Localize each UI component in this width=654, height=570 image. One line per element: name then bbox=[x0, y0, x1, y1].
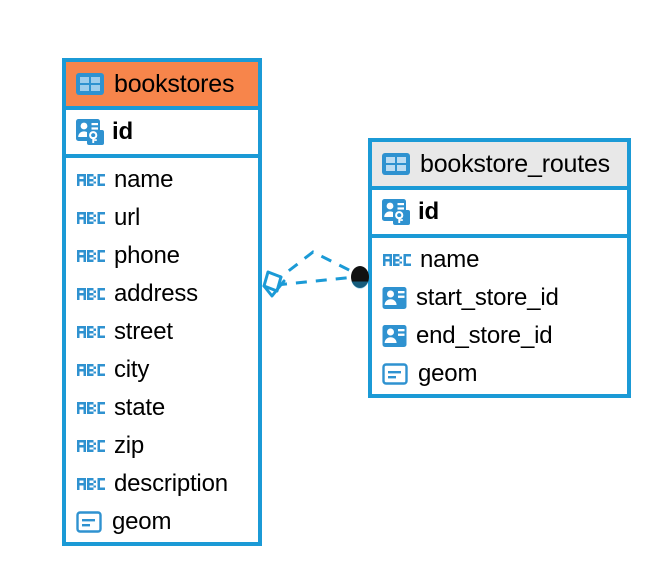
field-label-phone: phone bbox=[114, 242, 180, 269]
field-row-geom[interactable]: geom bbox=[372, 355, 627, 393]
field-label-street: street bbox=[114, 318, 173, 345]
abc-text-icon bbox=[76, 284, 106, 304]
field-label-end-store-id: end_store_id bbox=[416, 322, 553, 349]
abc-text-icon bbox=[382, 250, 412, 270]
field-label-description: description bbox=[114, 470, 228, 497]
abc-text-icon bbox=[76, 360, 106, 380]
field-label-name: name bbox=[420, 246, 480, 273]
field-label-name: name bbox=[114, 166, 174, 193]
field-label-url: url bbox=[114, 204, 141, 231]
entity-header-bookstore-routes[interactable]: bookstore_routes bbox=[372, 142, 627, 190]
field-label-address: address bbox=[114, 280, 198, 307]
abc-text-icon bbox=[76, 208, 106, 228]
field-row-end-store-id[interactable]: end_store_id bbox=[372, 317, 627, 355]
abc-text-icon bbox=[76, 322, 106, 342]
entity-title-bookstores: bookstores bbox=[114, 69, 235, 98]
entity-table-bookstore-routes[interactable]: bookstore_routes id bbox=[368, 138, 631, 398]
abc-text-icon bbox=[76, 170, 106, 190]
field-label-id: id bbox=[112, 118, 133, 145]
geometry-icon bbox=[382, 362, 410, 386]
primary-key-section-bookstore-routes: id bbox=[372, 190, 627, 238]
entity-header-bookstores[interactable]: bookstores bbox=[66, 62, 258, 110]
field-row-address[interactable]: address bbox=[66, 275, 258, 313]
abc-text-icon bbox=[76, 246, 106, 266]
table-icon bbox=[382, 153, 410, 175]
abc-text-icon bbox=[76, 474, 106, 494]
field-label-start-store-id: start_store_id bbox=[416, 284, 559, 311]
field-label-state: state bbox=[114, 394, 166, 421]
filled-circle-marker bbox=[351, 266, 369, 289]
foreign-key-icon bbox=[382, 286, 408, 310]
field-label-zip: zip bbox=[114, 432, 145, 459]
primary-key-icon bbox=[76, 119, 104, 145]
field-row-city[interactable]: city bbox=[66, 351, 258, 389]
field-row-state[interactable]: state bbox=[66, 389, 258, 427]
entity-table-bookstores[interactable]: bookstores id bbox=[62, 58, 262, 546]
field-label-id: id bbox=[418, 198, 439, 225]
field-row-description[interactable]: description bbox=[66, 465, 258, 503]
field-row-id[interactable]: id bbox=[66, 110, 258, 154]
relationship-line-lower bbox=[275, 275, 356, 287]
field-list-bookstores: name url bbox=[66, 158, 258, 541]
abc-text-icon bbox=[76, 398, 106, 418]
geometry-icon bbox=[76, 510, 104, 534]
field-row-street[interactable]: street bbox=[66, 313, 258, 351]
field-label-geom: geom bbox=[112, 508, 172, 535]
diamond-crowsfoot-marker bbox=[262, 270, 286, 298]
foreign-key-icon bbox=[382, 324, 408, 348]
entity-title-bookstore-routes: bookstore_routes bbox=[420, 149, 610, 178]
field-label-geom: geom bbox=[418, 360, 478, 387]
field-row-zip[interactable]: zip bbox=[66, 427, 258, 465]
field-row-name[interactable]: name bbox=[372, 241, 627, 279]
field-row-start-store-id[interactable]: start_store_id bbox=[372, 279, 627, 317]
primary-key-icon bbox=[382, 199, 410, 225]
table-icon bbox=[76, 73, 104, 95]
field-row-url[interactable]: url bbox=[66, 199, 258, 237]
field-label-city: city bbox=[114, 356, 150, 383]
field-list-bookstore-routes: name start_store_id bbox=[372, 238, 627, 393]
primary-key-section-bookstores: id bbox=[66, 110, 258, 158]
field-row-phone[interactable]: phone bbox=[66, 237, 258, 275]
abc-text-icon bbox=[76, 436, 106, 456]
field-row-geom[interactable]: geom bbox=[66, 503, 258, 541]
field-row-id[interactable]: id bbox=[372, 190, 627, 234]
relationship-line-upper bbox=[272, 250, 354, 285]
field-row-name[interactable]: name bbox=[66, 161, 258, 199]
